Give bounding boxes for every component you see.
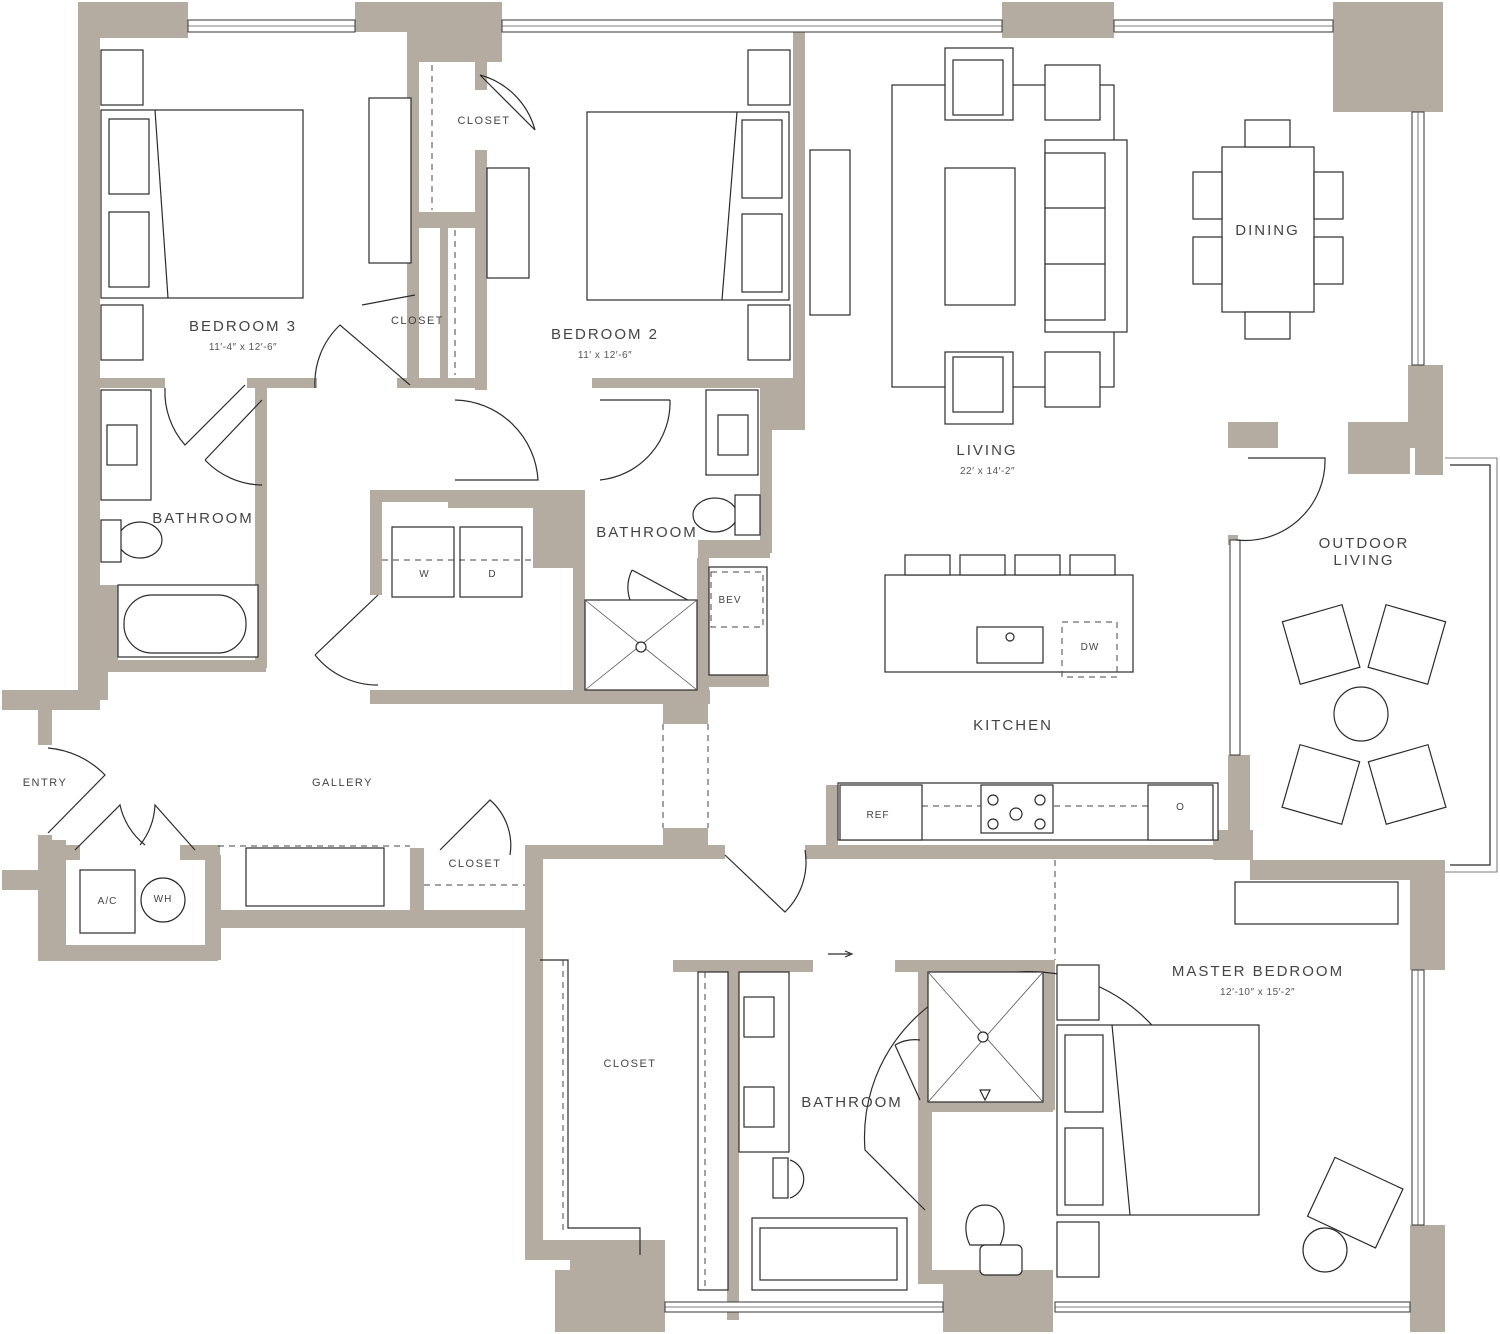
label-bedroom2: BEDROOM 2 bbox=[550, 326, 659, 343]
label-dryer: D bbox=[488, 569, 497, 580]
windows bbox=[187, 19, 1498, 1313]
dims-master: 12′-10″ x 15′-2″ bbox=[1220, 987, 1295, 998]
label-entry: ENTRY bbox=[22, 777, 68, 789]
label-washer: W bbox=[419, 569, 430, 580]
label-outdoor-1: OUTDOOR bbox=[1318, 535, 1410, 552]
dims-bedroom2: 11′ x 12′-6″ bbox=[577, 350, 633, 361]
label-ac: A/C bbox=[97, 896, 118, 907]
label-gallery: GALLERY bbox=[311, 777, 374, 789]
dims-bedroom3: 11′-4″ x 12′-6″ bbox=[208, 342, 278, 353]
label-closet-master: CLOSET bbox=[603, 1058, 657, 1070]
label-closet-gallery: CLOSET bbox=[448, 858, 502, 870]
label-bedroom3: BEDROOM 3 bbox=[188, 318, 297, 335]
label-bev: BEV bbox=[718, 595, 742, 606]
label-water-heater: WH bbox=[153, 894, 173, 905]
label-master: MASTER BEDROOM bbox=[1171, 963, 1345, 980]
label-living: LIVING bbox=[956, 442, 1018, 459]
furniture bbox=[79, 47, 1447, 1291]
label-bath-b2: BATHROOM bbox=[596, 524, 698, 541]
label-closet-mid: CLOSET bbox=[390, 315, 444, 327]
label-fridge: REF bbox=[866, 810, 890, 821]
label-closet-top: CLOSET bbox=[457, 115, 511, 127]
label-bath-master: BATHROOM bbox=[801, 1094, 903, 1111]
label-dining: DINING bbox=[1235, 222, 1300, 239]
dims-living: 22′ x 14′-2″ bbox=[960, 466, 1015, 477]
label-kitchen: KITCHEN bbox=[973, 717, 1053, 734]
label-bath-b3: BATHROOM bbox=[152, 510, 254, 527]
label-oven: O bbox=[1176, 802, 1185, 813]
label-outdoor-2: LIVING bbox=[1333, 552, 1395, 569]
label-dishwasher: DW bbox=[1080, 642, 1100, 653]
walls bbox=[2, 2, 1445, 1332]
